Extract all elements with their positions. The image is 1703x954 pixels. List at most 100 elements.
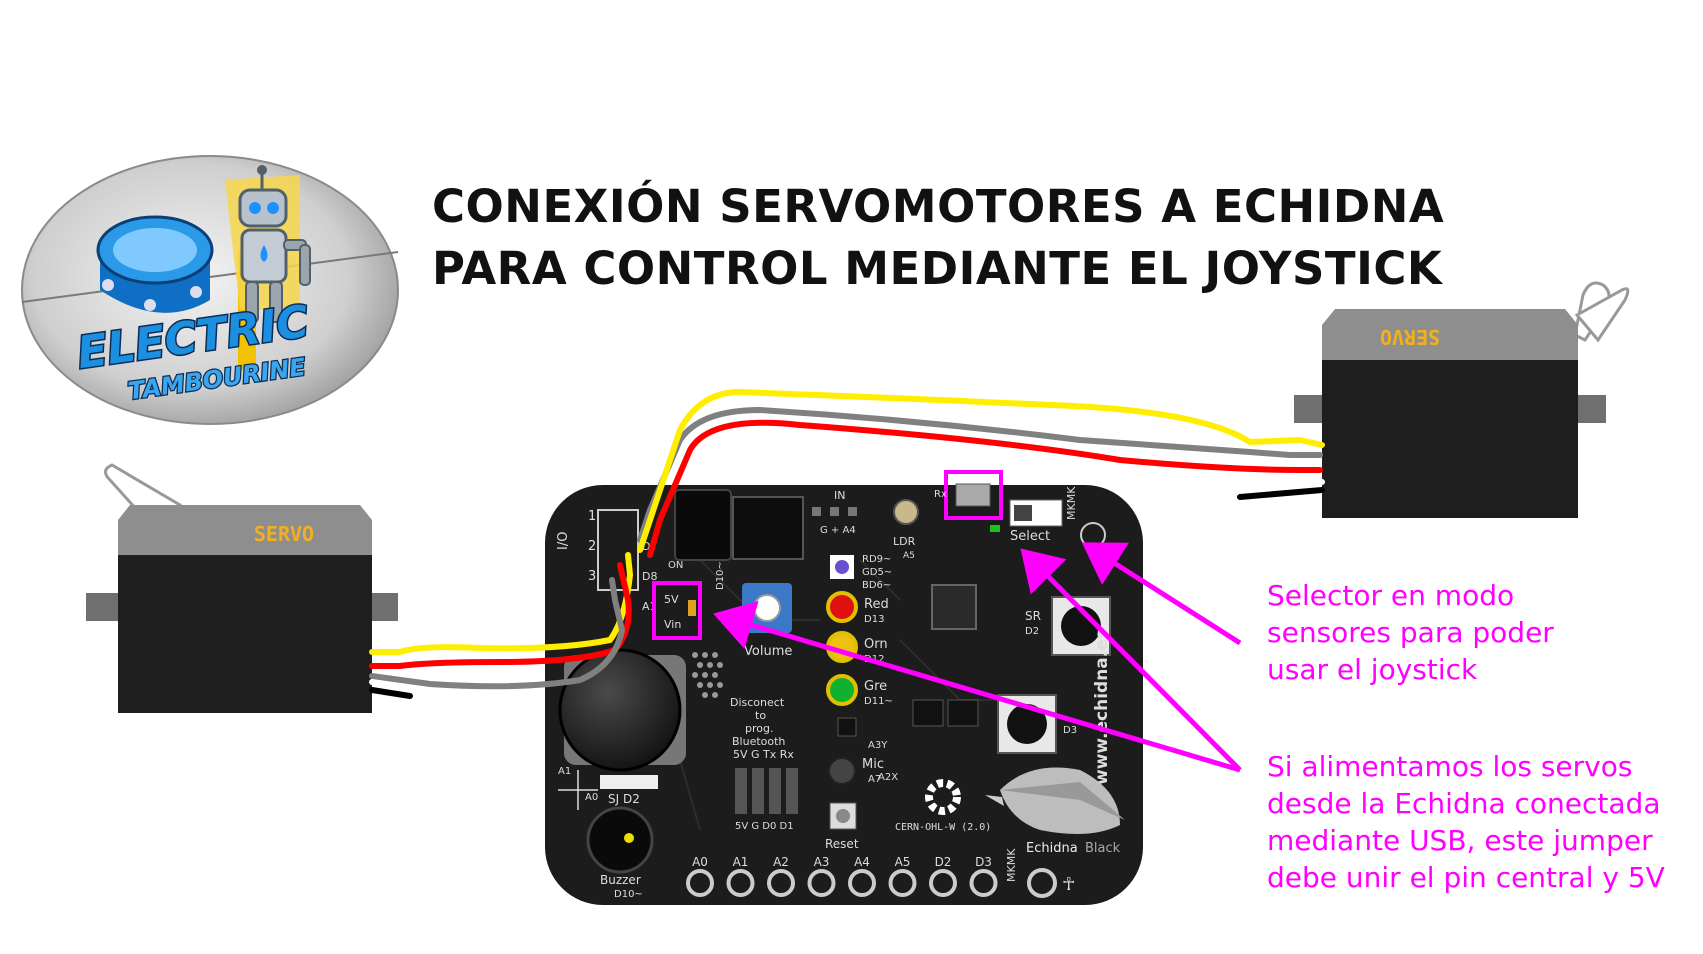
annotation-line: sensores para poder — [1267, 616, 1554, 649]
volume-label: Volume — [744, 644, 792, 659]
volume-knob — [753, 594, 781, 622]
led-pin: D13 — [864, 614, 884, 625]
annotation-line: mediante USB, este jumper — [1267, 824, 1653, 857]
arrow-to-usb — [1020, 548, 1242, 772]
robot-icon — [225, 165, 311, 370]
pad-a2 — [767, 869, 795, 897]
wire-yellow-right — [637, 389, 1325, 553]
mkmk-bottom-label: MKMK — [1005, 848, 1018, 882]
servo-wires — [369, 389, 1325, 699]
led-red — [826, 591, 858, 623]
buzzer — [586, 806, 654, 874]
disconnect-text: Bluetooth — [732, 735, 785, 748]
select-label: Select — [1010, 529, 1050, 544]
pin-label-d2: D2 — [935, 855, 952, 869]
jumper-label-vin: Vin — [664, 618, 681, 631]
servo-body — [1322, 360, 1578, 518]
bt-header — [735, 768, 798, 814]
oshw-gear-icon — [925, 779, 961, 815]
reset-label: Reset — [825, 837, 859, 851]
echidna-board: I/O 1 2 3 D7 D8 A1 5V Vin ON D10~ Volume… — [545, 470, 1143, 905]
button-pin: D2 — [1025, 626, 1039, 637]
rgb-pin-label: RD9~ — [862, 554, 891, 565]
selector-slider — [1014, 505, 1032, 521]
rgb-led-center — [835, 560, 849, 574]
speaker-grill — [692, 652, 723, 698]
d10-label: D10~ — [715, 561, 726, 590]
wire-gray-left — [369, 577, 625, 690]
led-name: Gre — [864, 679, 887, 694]
bt-pins-label: 5V G D0 D1 — [735, 821, 794, 832]
pin-label-a5: A5 — [895, 855, 911, 869]
servo-label: SERVO — [254, 522, 314, 546]
usb-connector — [955, 483, 991, 507]
rgb-pin-label: GD5~ — [862, 567, 892, 578]
in-sub-label: G + A4 — [820, 525, 856, 536]
pad-d3 — [969, 869, 998, 897]
rgb-pin-label: BD6~ — [862, 580, 891, 591]
usb-highlight-box — [944, 470, 1003, 520]
wire-white-left — [369, 679, 413, 691]
board-name-suffix: Black — [1085, 841, 1121, 856]
annotation-arrows — [713, 542, 1242, 773]
button-name: SR — [1025, 609, 1041, 623]
led-name: Red — [864, 597, 889, 612]
led-pin: D11~ — [864, 696, 893, 707]
title-line-2: PARA CONTROL MEDIANTE EL JOYSTICK — [432, 242, 1443, 295]
buzzer-dot — [624, 833, 634, 843]
left-servo: SERVO — [86, 463, 398, 713]
annotation-line: Selector en modo — [1267, 579, 1515, 612]
a3y-label: A3Y — [868, 740, 888, 751]
annotation-line: usar el joystick — [1267, 653, 1478, 686]
button-sl-cap — [1007, 704, 1047, 744]
wire-yellow-left — [369, 552, 633, 655]
wire-black-left — [369, 687, 413, 699]
pad-a1 — [726, 869, 755, 897]
header-pin-label: 2 — [588, 539, 596, 554]
in-label: IN — [834, 489, 845, 502]
arrow-to-jumper — [713, 600, 1241, 773]
servo-top — [118, 505, 372, 565]
sj-switch — [600, 775, 658, 789]
annotation-line: desde la Echidna conectada — [1267, 787, 1661, 820]
joystick-axes-icon — [558, 770, 598, 810]
annotation-line: Si alimentamos los servos — [1267, 750, 1633, 783]
wire-gray-right — [637, 407, 1323, 543]
annotation-jumper: Si alimentamos los servos desde la Echid… — [1267, 748, 1665, 896]
servo-horn-arm — [1574, 287, 1630, 343]
io-label: I/O — [556, 532, 571, 550]
mic-pin: A7 — [868, 774, 881, 785]
buzzer-pin: D10~ — [614, 889, 643, 900]
right-servo: SERVO — [1294, 281, 1630, 518]
pin-label-d3: D3 — [975, 855, 992, 869]
pad-a0 — [686, 869, 714, 897]
mic — [828, 757, 856, 785]
microcontroller-chip — [931, 584, 977, 630]
led-name: Orn — [864, 637, 888, 652]
ldr-label: LDR — [893, 535, 916, 548]
disconnect-text: prog. — [745, 722, 773, 735]
mkmk-label: MKMK — [1065, 486, 1078, 520]
on-label: ON — [668, 560, 683, 571]
joystick-knob — [558, 648, 682, 772]
pin-label-a4: A4 — [854, 855, 870, 869]
pin-label-a1: A1 — [733, 855, 749, 869]
jumper-label-5v: 5V — [664, 593, 679, 606]
header-sub-label: D8 — [642, 570, 657, 583]
license-label: CERN-OHL-W (2.0) — [895, 822, 991, 833]
servo-body — [118, 555, 372, 713]
disconnect-text: Disconect — [730, 696, 785, 709]
header-pin-label: 3 — [588, 569, 596, 584]
person-icon: ☥ — [1062, 874, 1075, 895]
pin-label-a2: A2 — [773, 855, 789, 869]
servo-top — [1322, 309, 1578, 368]
wire-white-right — [1237, 479, 1325, 493]
board-name-prefix: Echidna — [1026, 841, 1078, 856]
electric-tambourine-logo: ELECTRIC TAMBOURINE — [21, 155, 399, 425]
annotation-selector: Selector en modo sensores para poder usa… — [1267, 577, 1554, 688]
header-pin-label: 1 — [588, 509, 596, 524]
pin-label-a3: A3 — [814, 855, 830, 869]
